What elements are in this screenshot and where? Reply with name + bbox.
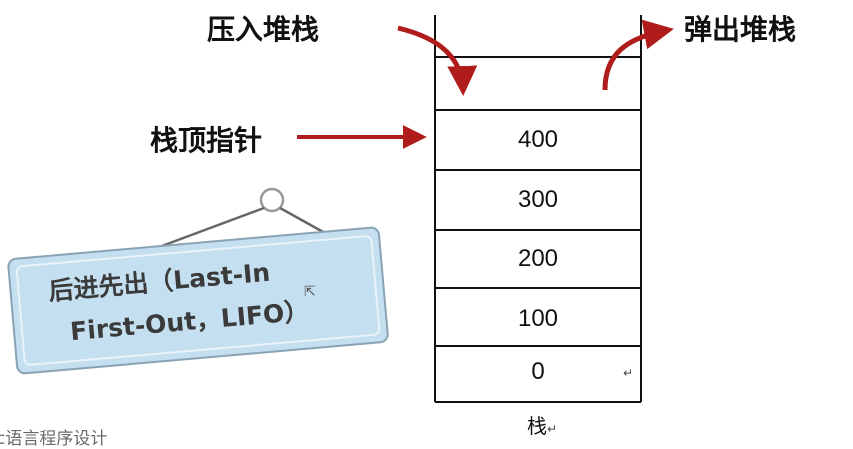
pop-label: 弹出堆栈 bbox=[684, 8, 796, 48]
push-arrow bbox=[398, 28, 463, 90]
paragraph-mark-icon: ↵ bbox=[547, 422, 557, 436]
diagram-graphics bbox=[0, 0, 853, 436]
footer-course-title: c语言程序设计 bbox=[0, 424, 107, 449]
stack-cell-value: 200 bbox=[435, 245, 641, 273]
stack-cell-value: 400 bbox=[435, 126, 641, 154]
stack-caption: 栈↵ bbox=[527, 410, 557, 439]
stack-cell-value: 0 bbox=[435, 358, 641, 386]
push-label: 压入堆栈 bbox=[207, 8, 319, 48]
mouse-cursor-icon: ⇱ bbox=[304, 284, 316, 300]
sign-hook bbox=[261, 189, 283, 211]
paragraph-mark-icon: ↵ bbox=[623, 366, 633, 380]
stack-caption-text: 栈 bbox=[527, 414, 547, 438]
stack-cell-value: 100 bbox=[435, 305, 641, 333]
pop-arrow bbox=[605, 30, 668, 90]
stack-cell-value: 300 bbox=[435, 186, 641, 214]
top-pointer-label: 栈顶指针 bbox=[150, 119, 262, 159]
